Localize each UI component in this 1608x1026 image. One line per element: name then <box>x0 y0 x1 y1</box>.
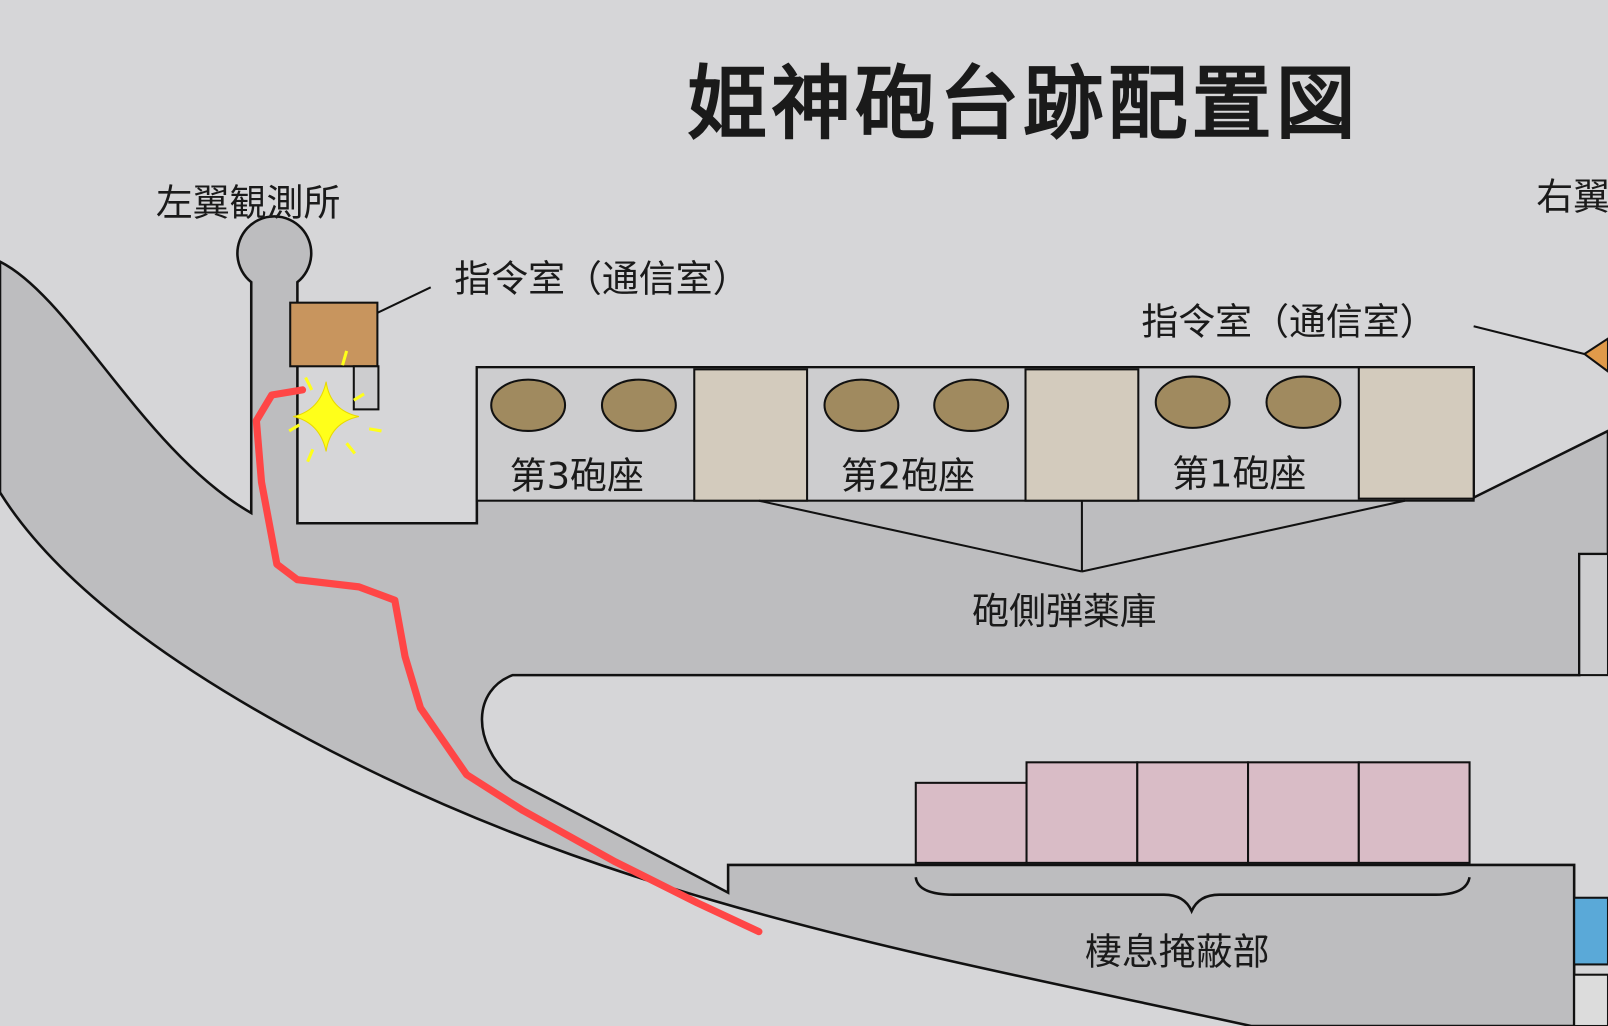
gun-pits <box>490 375 1342 432</box>
shelter-room <box>914 781 1028 864</box>
left-command-passage <box>352 365 380 411</box>
shelter-rooms <box>914 761 1471 864</box>
label-left-command-room: 指令室（通信室） <box>454 257 749 300</box>
right-command-room <box>1582 337 1608 373</box>
label-shelter: 棲息掩蔽部 <box>1085 930 1269 973</box>
highlight-star-icon <box>288 350 382 463</box>
route-line <box>252 386 763 936</box>
shelter-room <box>1025 761 1139 864</box>
gun-pit <box>933 378 1010 432</box>
right-annex <box>1578 553 1608 677</box>
gun-pit <box>823 378 900 432</box>
gun-pit <box>1154 375 1231 429</box>
magazine-box <box>693 368 809 502</box>
magazine-box <box>1357 366 1475 500</box>
magazine-box <box>1024 368 1140 502</box>
shelter-brace <box>914 876 1471 915</box>
label-battery-3: 第3砲座 <box>510 454 644 497</box>
label-battery-2: 第2砲座 <box>841 454 975 497</box>
map-title: 姫神砲台跡配置図 <box>687 57 1360 150</box>
label-battery-1: 第1砲座 <box>1172 452 1306 495</box>
label-left-observation: 左翼観測所 <box>156 181 340 224</box>
left-command-room <box>289 301 379 368</box>
magazine-boxes <box>693 366 1475 502</box>
shelter-room <box>1136 761 1250 864</box>
gun-pit <box>600 378 677 432</box>
water-tank <box>1573 896 1608 966</box>
gun-pit <box>1265 375 1342 429</box>
gun-pit <box>490 378 567 432</box>
label-magazine: 砲側弾薬庫 <box>972 590 1156 633</box>
shelter-room <box>1357 761 1471 864</box>
small-room <box>1573 973 1608 1026</box>
label-right-observation: 右翼 <box>1536 175 1608 218</box>
shelter-room <box>1247 761 1360 864</box>
label-right-command-room: 指令室（通信室） <box>1141 300 1436 343</box>
